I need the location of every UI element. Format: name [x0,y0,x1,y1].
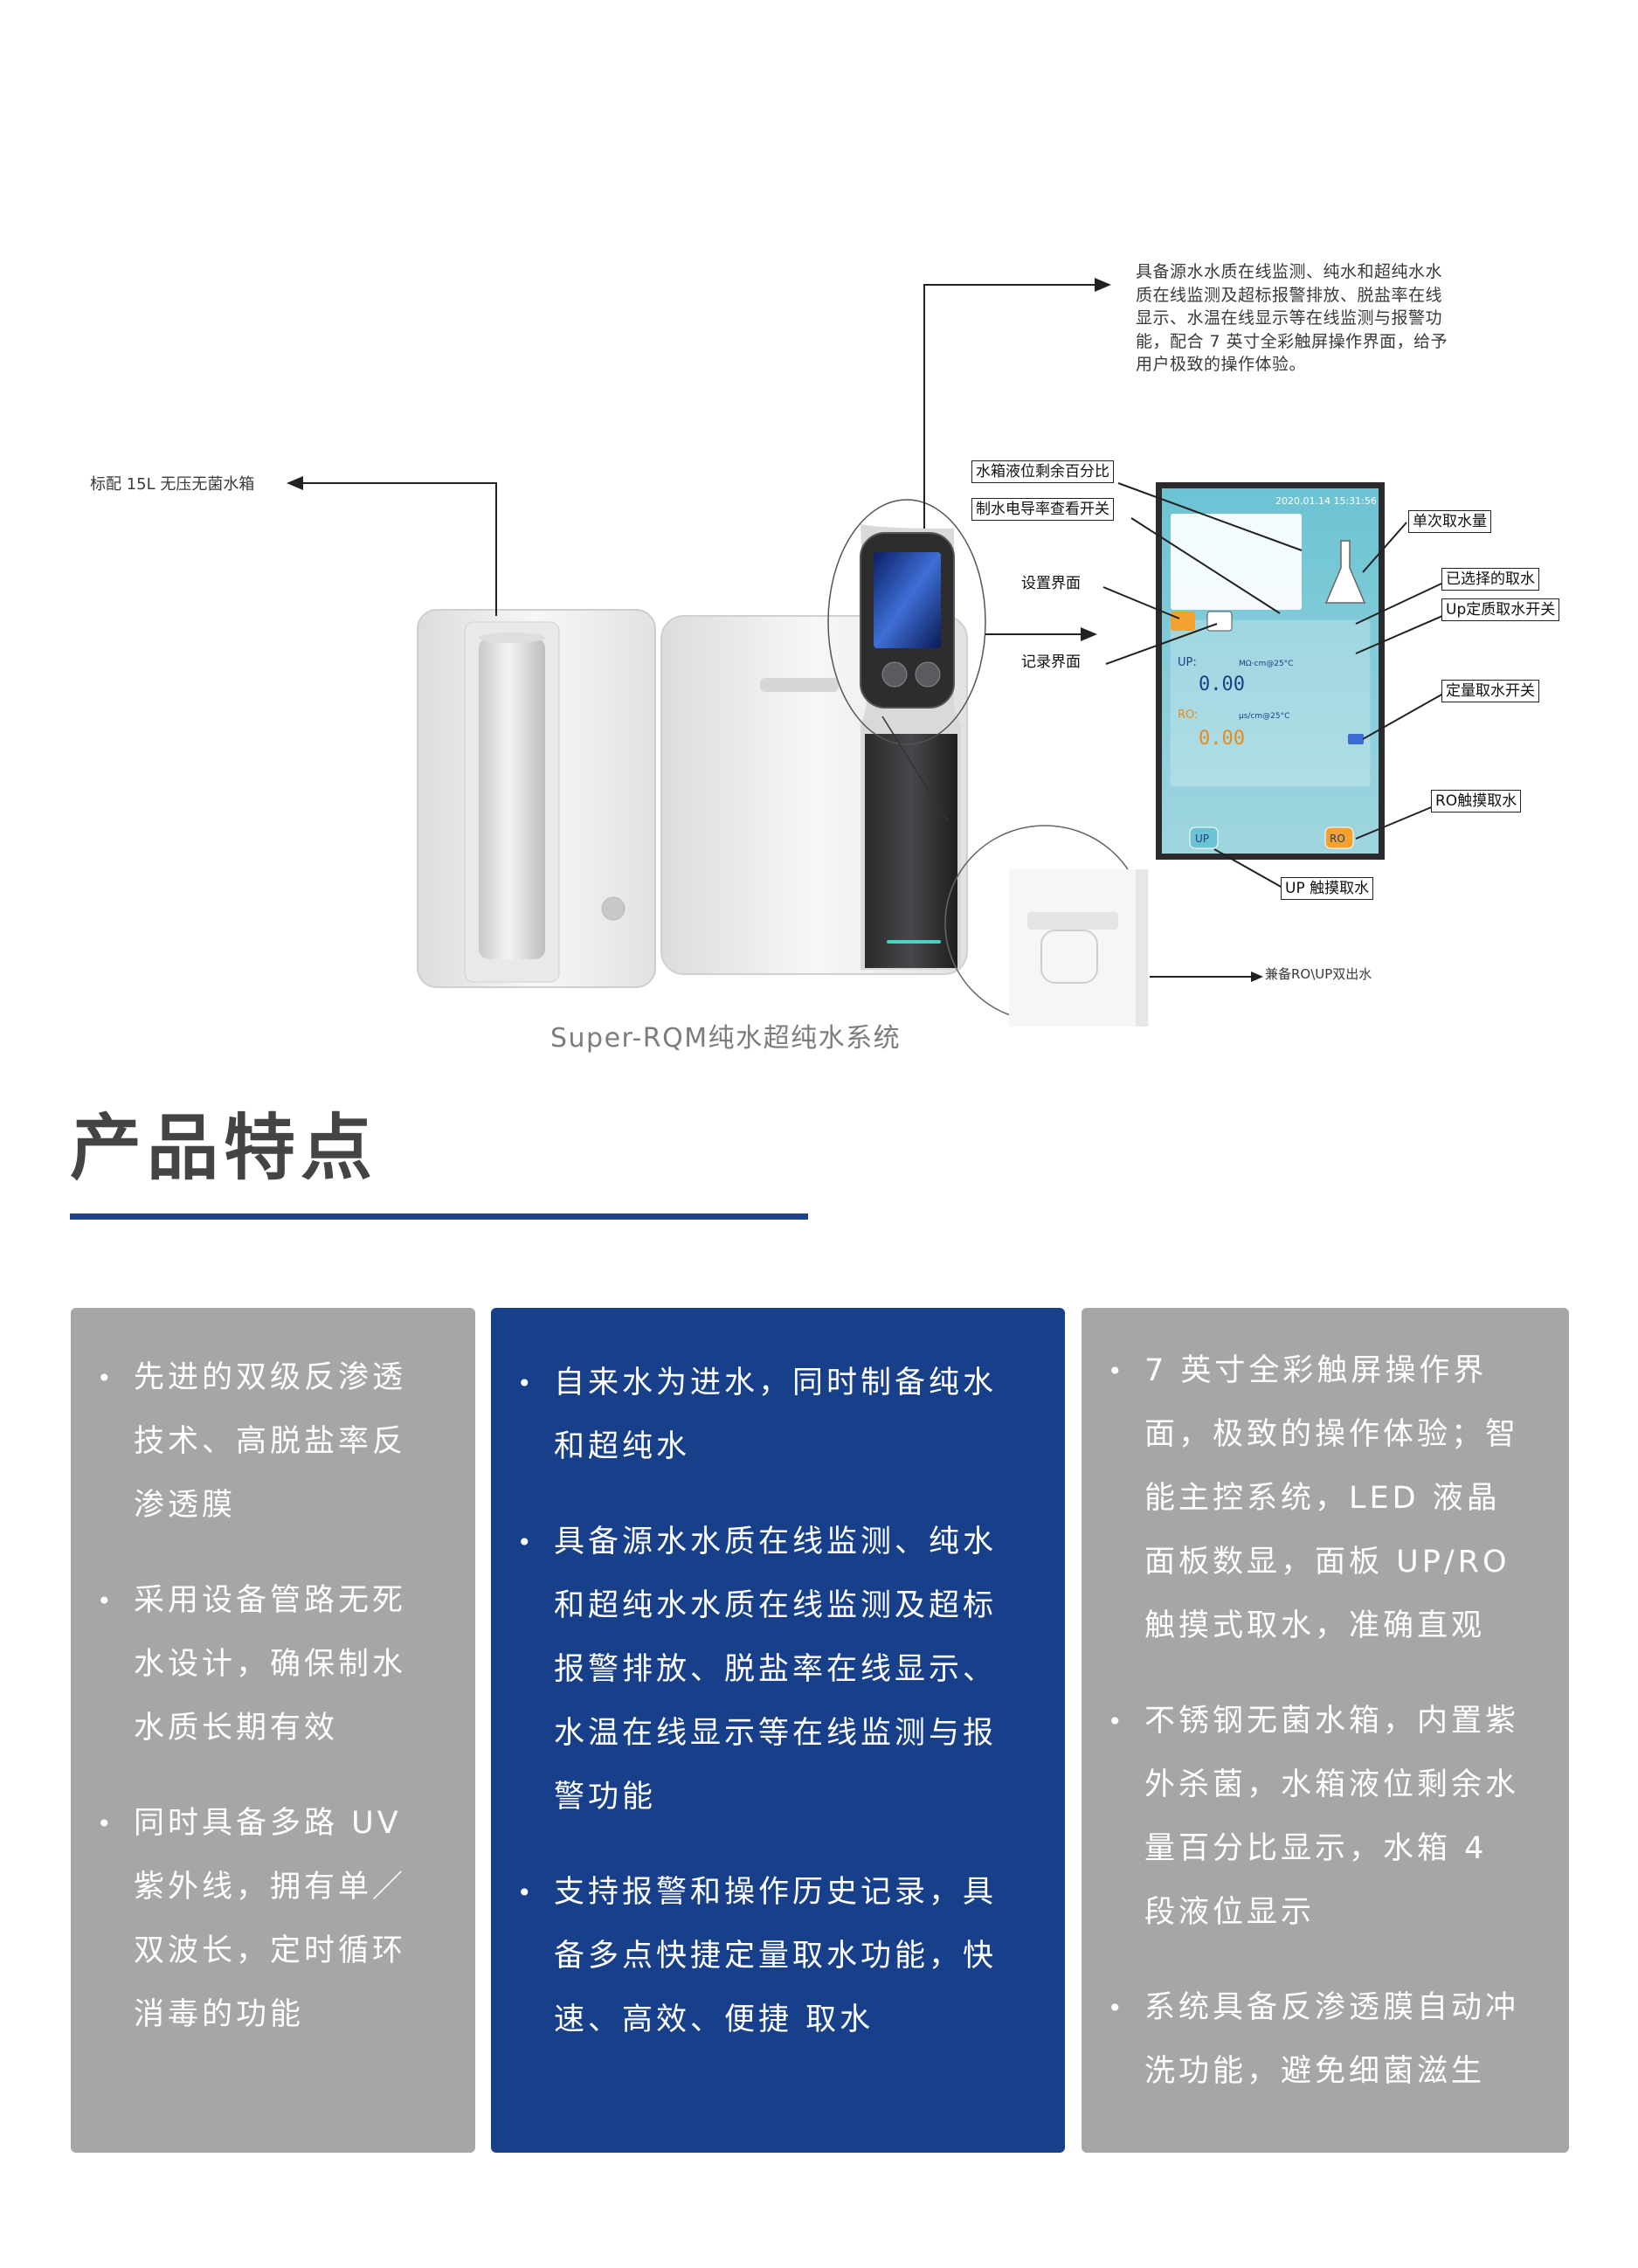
callout-selected-outlet: 已选择的取水 [1441,568,1539,591]
screen-ro-unit: μs/cm@25°C [1239,712,1289,721]
feature-item: 自来水为进水，同时制备纯水和超纯水 [491,1352,1065,1479]
title-underline [70,1214,808,1220]
feature-item: 系统具备反渗透膜自动冲洗功能，避免细菌滋生 [1082,1976,1569,2104]
feature-item: 先进的双级反渗透技术、高脱盐率反渗透膜 [71,1346,475,1538]
callout-up-dispense-switch: Up定质取水开关 [1441,598,1560,621]
feature-item: 采用设备管路无死水设计，确保制水水质长期有效 [71,1569,475,1760]
callout-single-volume: 单次取水量 [1408,510,1491,533]
feature-column-3: 7 英寸全彩触屏操作界面，极致的操作体验；智能主控系统，LED 液晶面板数显，面… [1082,1308,1569,2153]
tank-label: 标配 15L 无压无菌水箱 [90,475,255,494]
feature-item: 同时具备多路 UV 紫外线，拥有单／双波长，定时循环消毒的功能 [71,1792,475,2047]
water-tank-unit [417,609,656,988]
feature-item: 支持报警和操作历史记录，具备多点快捷定量取水功能，快速、高效、便捷 取水 [491,1861,1065,2052]
callout-conductivity-switch: 制水电导率查看开关 [971,498,1114,521]
callout-up-touch: UP 触摸取水 [1281,877,1374,900]
callout-quantitative-switch: 定量取水开关 [1441,680,1539,702]
callout-settings-screen: 设置界面 [1021,575,1081,592]
screen-up-label: UP: [1178,656,1197,669]
main-unit [660,524,968,975]
section-title: 产品特点 [70,1107,378,1190]
callout-tank-level: 水箱液位剩余百分比 [971,460,1114,483]
product-caption: Super-RQM纯水超纯水系统 [550,1023,902,1054]
callout-records-screen: 记录界面 [1021,653,1081,671]
leader-lines [301,284,1449,978]
callout-ro-touch: RO触摸取水 [1431,790,1522,812]
feature-item: 具备源水水质在线监测、纯水和超纯水水质在线监测及超标报警排放、脱盐率在线显示、水… [491,1511,1065,1829]
feature-item: 7 英寸全彩触屏操作界面，极致的操作体验；智能主控系统，LED 液晶面板数显，面… [1082,1339,1569,1658]
screen-datetime: 2020.01.14 15:31:56 [1275,495,1377,507]
screen-up-value: 0.00 [1199,674,1245,695]
dual-outlet-label: 兼备RO\UP双出水 [1265,966,1372,982]
screen-ro-button[interactable]: RO [1330,833,1345,845]
screen-up-unit: MΩ·cm@25°C [1239,660,1293,668]
screen-ro-value: 0.00 [1199,728,1245,750]
feature-column-1: 先进的双级反渗透技术、高脱盐率反渗透膜 采用设备管路无死水设计，确保制水水质长期… [71,1308,475,2153]
top-description: 具备源水水质在线监测、纯水和超纯水水质在线监测及超标报警排放、脱盐率在线显示、水… [1136,262,1448,374]
feature-item: 不锈钢无菌水箱，内置紫外杀菌，水箱液位剩余水量百分比显示，水箱 4 段液位显示 [1082,1690,1569,1945]
screen-up-button[interactable]: UP [1195,833,1209,845]
product-illustration: 2020.01.14 15:31:56 UP: 0.00 MΩ·cm@25°C … [287,278,1449,1027]
feature-column-2: 自来水为进水，同时制备纯水和超纯水 具备源水水质在线监测、纯水和超纯水水质在线监… [491,1308,1065,2153]
screen-ro-label: RO: [1178,709,1198,722]
